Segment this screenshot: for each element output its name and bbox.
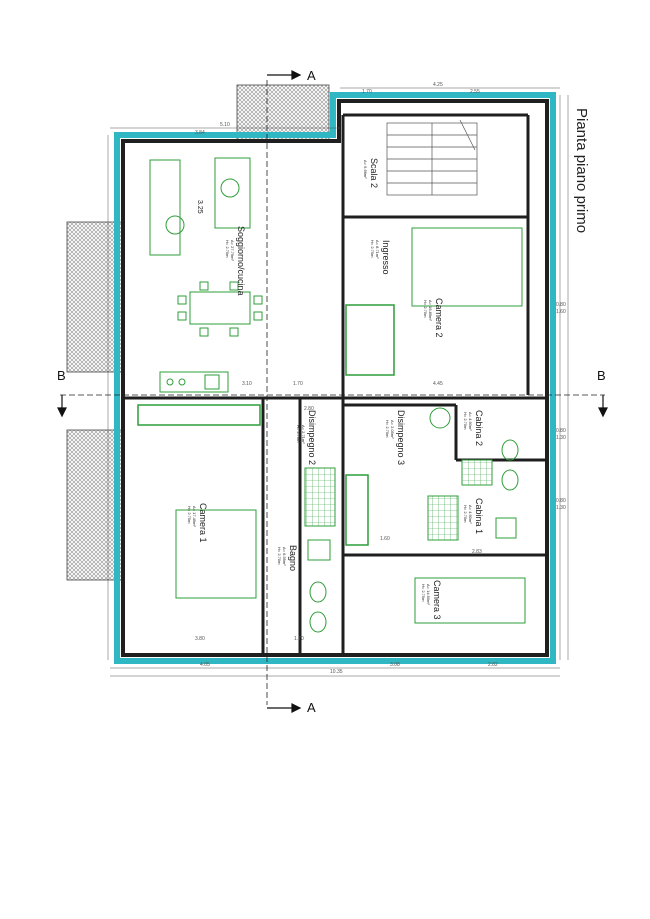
dim-right-1: 0.80 (556, 302, 566, 308)
staircase (386, 119, 478, 196)
dimension-lines (107, 87, 569, 677)
section-mark-b-right: B (597, 368, 606, 383)
dim-inner-8: 2.80 (304, 406, 314, 412)
beds (175, 227, 526, 624)
room-disimpegno3-height: H= 2.70m (385, 420, 390, 438)
dimension-labels: 5.10 3.84 1.70 4.25 2.55 4.05 10.35 3.08… (195, 82, 566, 675)
room-soggiorno-area: A= 27.79m² (230, 240, 235, 261)
room-disimpegno2-area: A= 2.71m² (301, 425, 306, 444)
room-camera1-name: Camera 1 (198, 503, 208, 543)
room-camera1-height: H= 2.70m (187, 506, 192, 524)
dim-inner-2: 1.70 (293, 381, 303, 387)
kitchen-counter (159, 371, 229, 393)
room-disimpegno2-name: Disimpegno 2 (307, 410, 317, 465)
room-disimpegno3-area: A= 2.05m² (390, 420, 395, 439)
dim-top-right-b: 2.55 (470, 89, 480, 95)
dining-table (177, 281, 263, 337)
room-ingresso-height: H= 2.70m (370, 240, 375, 258)
section-mark-a-bottom: A (307, 700, 316, 715)
dim-inner-6: 2.83 (472, 549, 482, 555)
dim-top-mid: 1.70 (362, 89, 372, 95)
room-cabina1-area: A= 4.50m² (468, 505, 473, 524)
room-bagno-height: H= 2.70m (277, 547, 282, 565)
dim-top-outer: 3.84 (195, 130, 205, 136)
room-camera3-area: A= 14.90m² (426, 584, 431, 605)
room-scala2-name: Scala 2 (369, 158, 379, 188)
dim-top-right-a: 4.25 (433, 82, 443, 88)
dim-inner-1: 3.10 (242, 381, 252, 387)
section-mark-b-left: B (57, 368, 66, 383)
plan-title: Pianta piano primo (573, 108, 590, 233)
room-bagno-area: A= 6.59m² (282, 547, 287, 566)
room-cabina2-height: H= 2.70m (463, 412, 468, 430)
room-soggiorno-height: H= 2.70m (225, 240, 230, 258)
room-cabina2-area: A= 4.50m² (468, 412, 473, 431)
interior-walls (123, 113, 547, 655)
dim-right-5: 0.80 (556, 498, 566, 504)
room-cabina1-height: H= 2.70m (463, 505, 468, 523)
bathroom-fixtures (304, 407, 519, 633)
room-bagno-name: Bagno (288, 545, 298, 571)
section-mark-a-top: A (307, 68, 316, 83)
room-camera2-area: A= 16.85m² (428, 300, 433, 321)
dim-top-left: 5.10 (220, 122, 230, 128)
room-ingresso-name: Ingresso (381, 240, 391, 275)
room-scala2-area: A= 9.96m² (363, 160, 368, 179)
dim-bottom-c: 2.82 (488, 662, 498, 668)
room-camera2-height: H= 2.70m (423, 300, 428, 318)
balcony-left-upper (66, 221, 123, 373)
dim-right-4: 1.30 (556, 435, 566, 441)
room-disimpegno2-height: H= 2.70m (296, 425, 301, 443)
dim-inner-7: 1.60 (380, 536, 390, 542)
dim-inner-4: 3.80 (195, 636, 205, 642)
sofa-group (149, 157, 251, 256)
wardrobes (137, 304, 395, 546)
room-labels: Soggiorno/cucina A= 27.79m² H= 2.70m Cam… (187, 158, 484, 620)
room-ingresso-area: A= 8.71m² (375, 240, 380, 259)
section-arrows (57, 70, 608, 713)
dim-inner-3: 4.45 (433, 381, 443, 387)
level-mark: 3.25 (196, 200, 203, 214)
room-cabina1-name: Cabina 1 (474, 498, 484, 534)
dim-bottom-total: 10.35 (330, 669, 343, 675)
room-disimpegno3-name: Disimpegno 3 (396, 410, 406, 465)
room-camera3-name: Camera 3 (432, 580, 442, 620)
dim-right-6: 1.30 (556, 505, 566, 511)
room-camera3-height: H= 2.70m (421, 584, 426, 602)
room-cabina2-name: Cabina 2 (474, 410, 484, 446)
balcony-left-lower (66, 429, 123, 581)
room-soggiorno-name: Soggiorno/cucina (236, 226, 246, 296)
dim-inner-5: 1.70 (294, 636, 304, 642)
balcony-top (236, 84, 330, 141)
room-camera1-area: A= 17.49m² (192, 506, 197, 527)
dim-right-2: 1.60 (556, 309, 566, 315)
insulation-layer (114, 92, 556, 664)
outer-wall (121, 99, 549, 657)
room-camera2-name: Camera 2 (434, 298, 444, 338)
dim-right-3: 0.80 (556, 428, 566, 434)
dim-bottom-b: 3.08 (390, 662, 400, 668)
dim-bottom-a: 4.05 (200, 662, 210, 668)
